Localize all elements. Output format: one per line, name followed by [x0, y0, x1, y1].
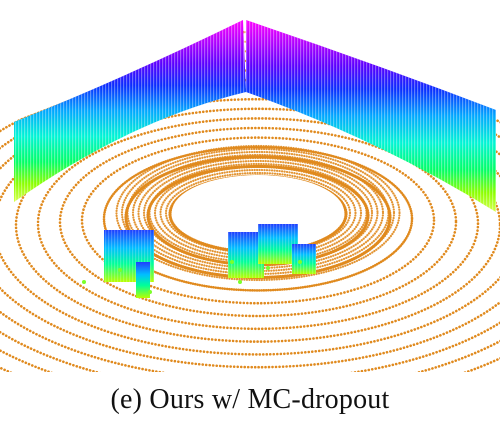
object-point [82, 280, 86, 284]
ground-ring [102, 145, 414, 292]
object-point [266, 266, 270, 270]
ground-ring [14, 107, 500, 343]
ground-inner-band [115, 144, 401, 282]
figure-caption: (e) Ours w/ MC-dropout [110, 384, 390, 415]
right-wall-texture [246, 20, 496, 212]
object-right-texture [258, 224, 298, 264]
ground-ring [58, 126, 458, 318]
object-right-small-texture [292, 244, 316, 274]
ground-ring [80, 136, 436, 305]
object-point [230, 260, 234, 264]
object-point [238, 280, 242, 284]
object-left-side [136, 262, 150, 298]
sensor-blind-spot [172, 175, 344, 249]
object-point [298, 260, 302, 264]
object-point [118, 268, 122, 272]
lidar-point-cloud [0, 0, 500, 380]
ground-ring [0, 88, 500, 369]
wall-points [14, 20, 496, 212]
sky-mask [0, 0, 500, 126]
detected-objects [82, 224, 316, 298]
ground-ring [36, 117, 480, 331]
bottom-trim [0, 372, 500, 380]
object-point [148, 290, 152, 294]
object-right-small [292, 244, 316, 274]
object-right [258, 224, 298, 264]
left-wall-texture [14, 20, 246, 202]
